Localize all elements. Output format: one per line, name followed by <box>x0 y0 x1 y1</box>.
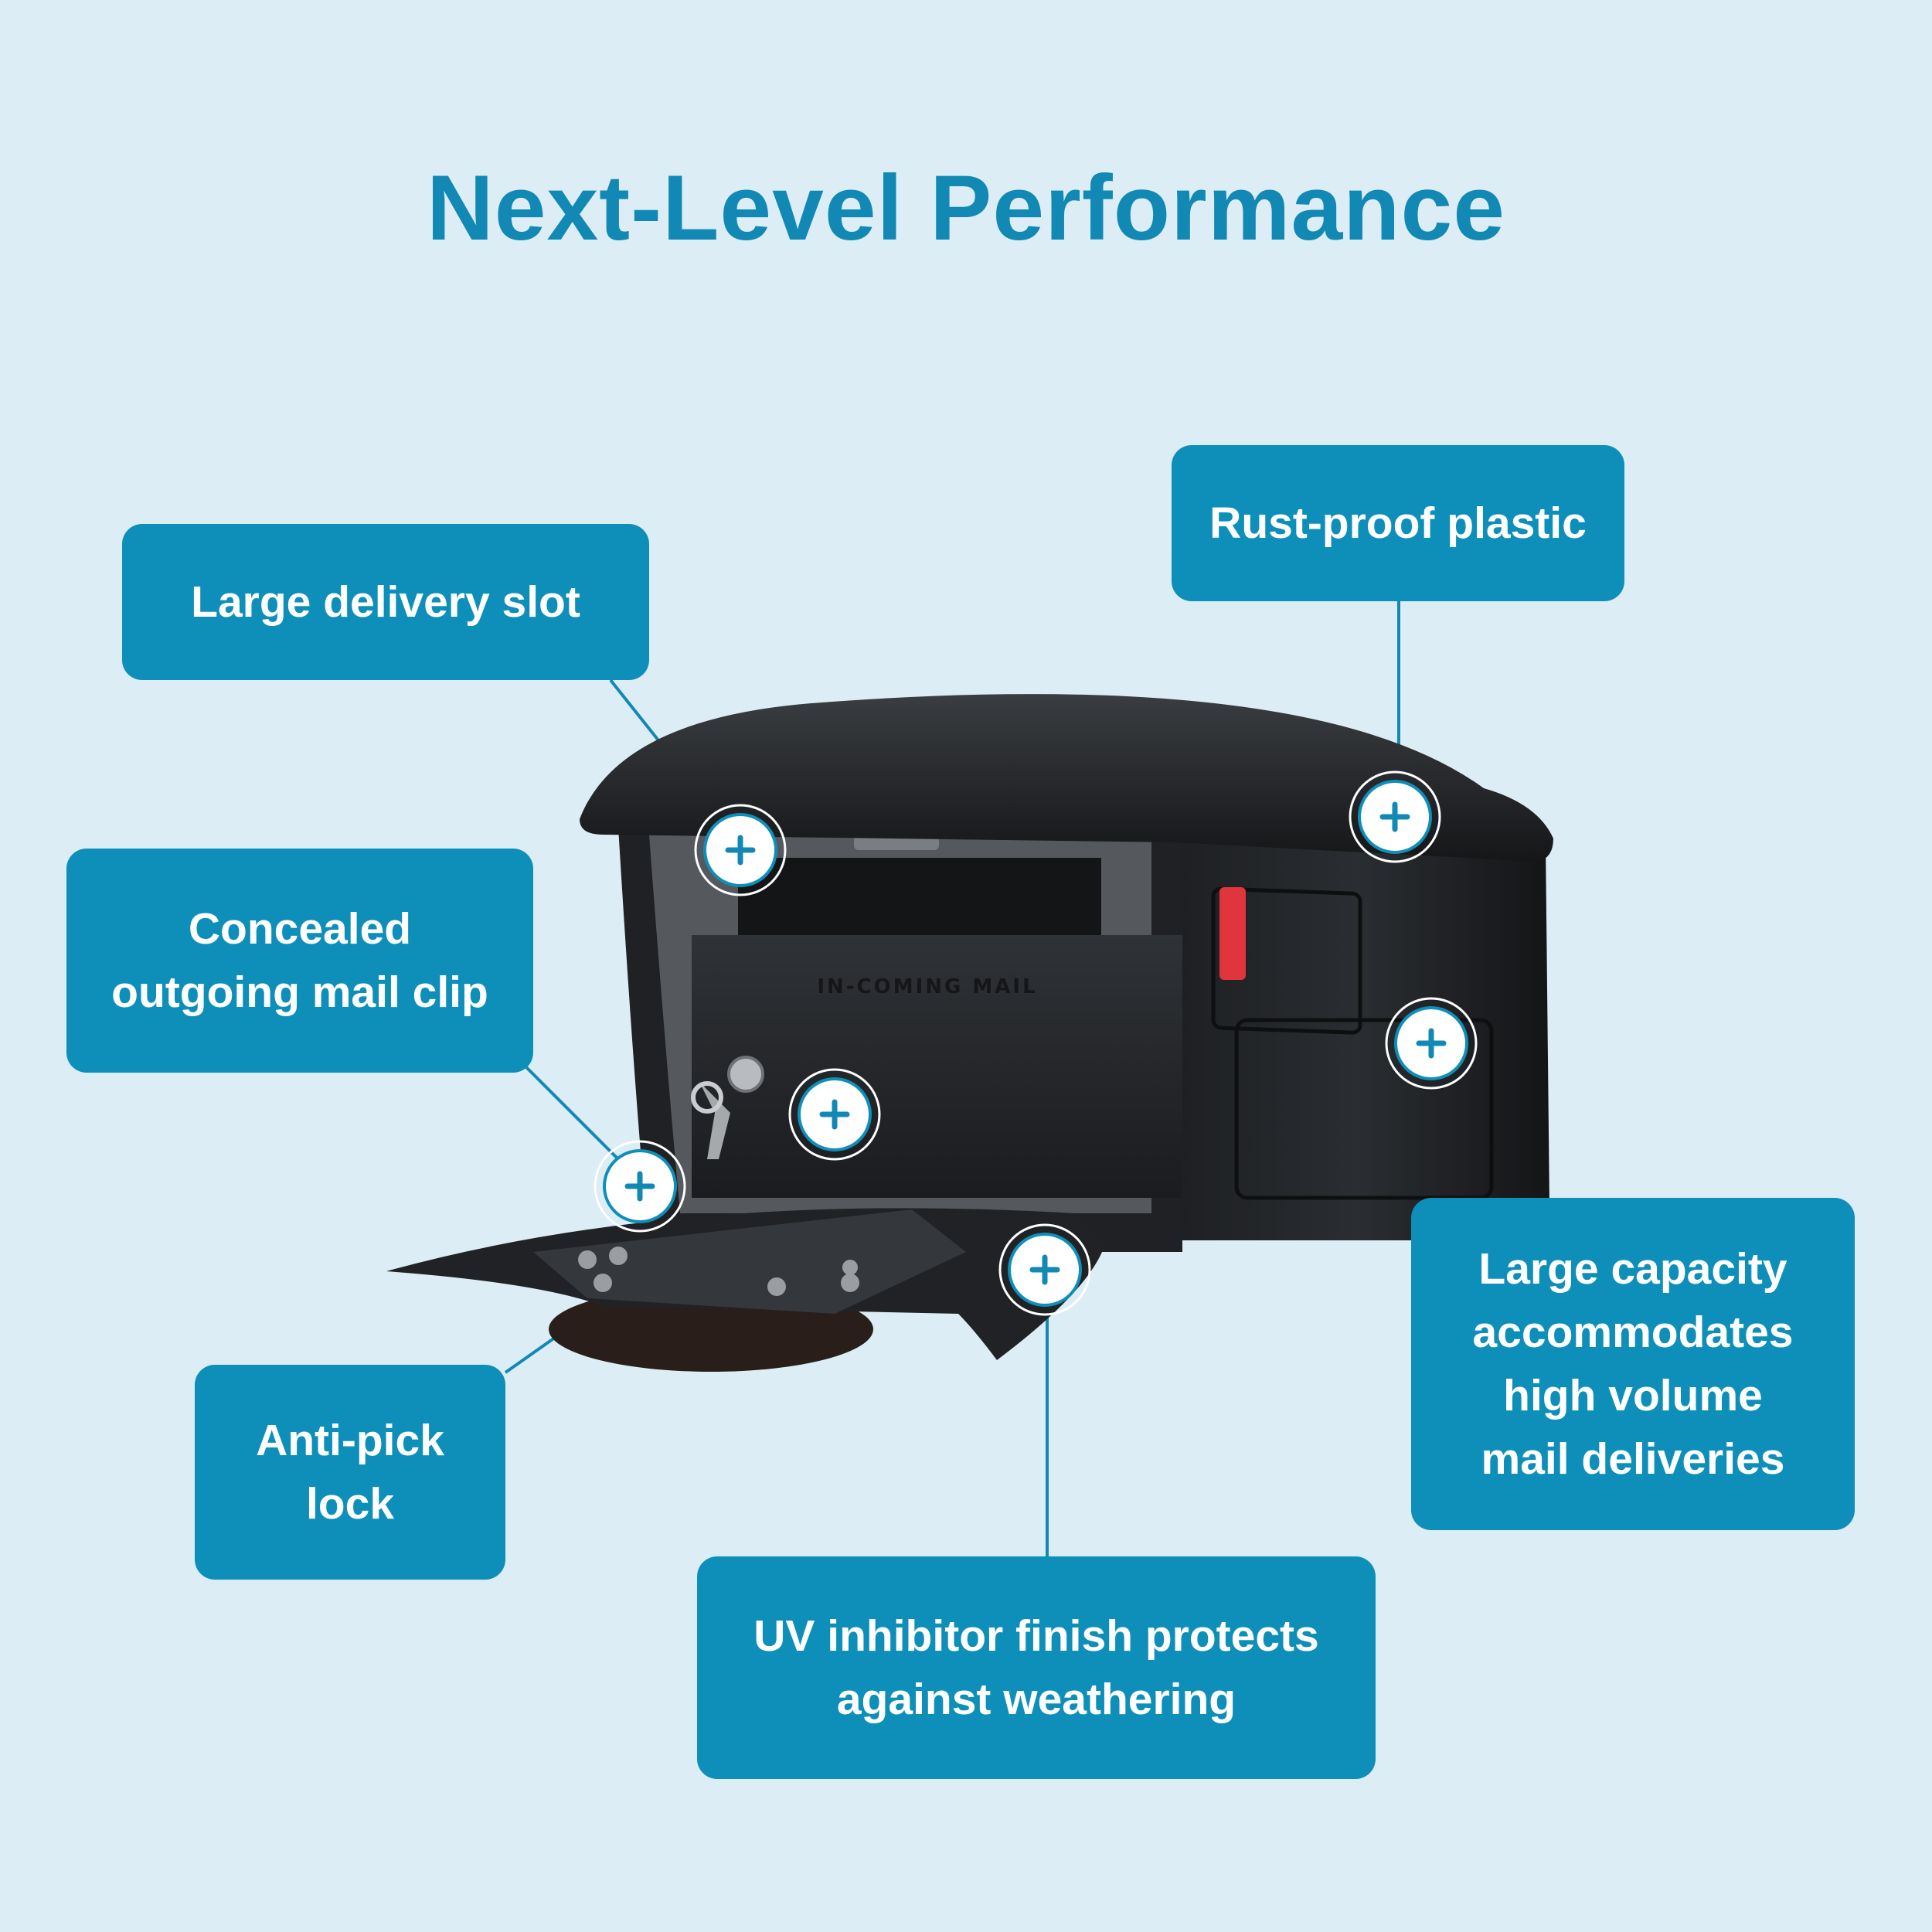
mailbox-flag <box>1219 887 1246 980</box>
hotspot-delivery-slot[interactable] <box>694 804 787 896</box>
lock-cylinder <box>727 1056 764 1093</box>
door-rivet <box>842 1260 858 1275</box>
plus-icon <box>1379 801 1410 832</box>
plus-icon <box>725 835 756 866</box>
door-rivet <box>594 1274 612 1292</box>
plus-icon <box>1029 1254 1060 1285</box>
callout-capacity-text: Large capacity accommodates high volume … <box>1472 1244 1794 1484</box>
callout-anti-pick-text: Anti-pick lock <box>256 1416 444 1529</box>
hotspot-outgoing-clip[interactable] <box>594 1140 686 1233</box>
callout-outgoing-clip-text: Concealed outgoing mail clip <box>111 904 488 1017</box>
callout-delivery-slot-text: Large delivery slot <box>191 577 580 627</box>
hotspot-capacity[interactable] <box>1385 997 1478 1090</box>
callout-outgoing-clip: Concealed outgoing mail clip <box>66 849 533 1073</box>
door-rivet <box>578 1250 597 1269</box>
plus-icon <box>819 1099 850 1130</box>
callout-rust-proof: Rust-proof plastic <box>1172 445 1624 601</box>
door-rivet <box>767 1277 786 1296</box>
incoming-mail-label: IN-COMING MAIL <box>817 975 1037 998</box>
callout-uv-finish: UV inhibitor finish protects against wea… <box>697 1556 1376 1779</box>
plus-icon <box>624 1171 655 1202</box>
hotspot-uv-finish[interactable] <box>998 1223 1091 1316</box>
page-title: Next-Level Performance <box>427 156 1505 260</box>
key-ring <box>691 1081 723 1114</box>
hotspot-rust-proof[interactable] <box>1349 770 1441 863</box>
interior-shelf <box>738 858 1101 935</box>
side-upper-panel <box>1211 886 1362 1035</box>
plus-icon <box>1416 1028 1447 1059</box>
callout-capacity: Large capacity accommodates high volume … <box>1411 1198 1855 1530</box>
leader-outgoing-clip <box>524 1065 620 1161</box>
side-lower-panel <box>1234 1018 1494 1200</box>
callout-rust-proof-text: Rust-proof plastic <box>1209 498 1587 548</box>
callout-uv-finish-text: UV inhibitor finish protects against wea… <box>753 1611 1319 1724</box>
hotspot-anti-pick[interactable] <box>788 1068 881 1161</box>
door-rivet <box>841 1274 859 1292</box>
mailbox-roof <box>580 694 1553 862</box>
incoming-mail-door <box>692 935 1182 1198</box>
callout-anti-pick: Anti-pick lock <box>195 1365 505 1580</box>
door-rivets <box>578 1247 859 1296</box>
key-icon <box>699 1082 730 1159</box>
door-rivet <box>609 1247 628 1265</box>
hotspots <box>594 770 1478 1316</box>
callout-delivery-slot: Large delivery slot <box>122 524 649 680</box>
